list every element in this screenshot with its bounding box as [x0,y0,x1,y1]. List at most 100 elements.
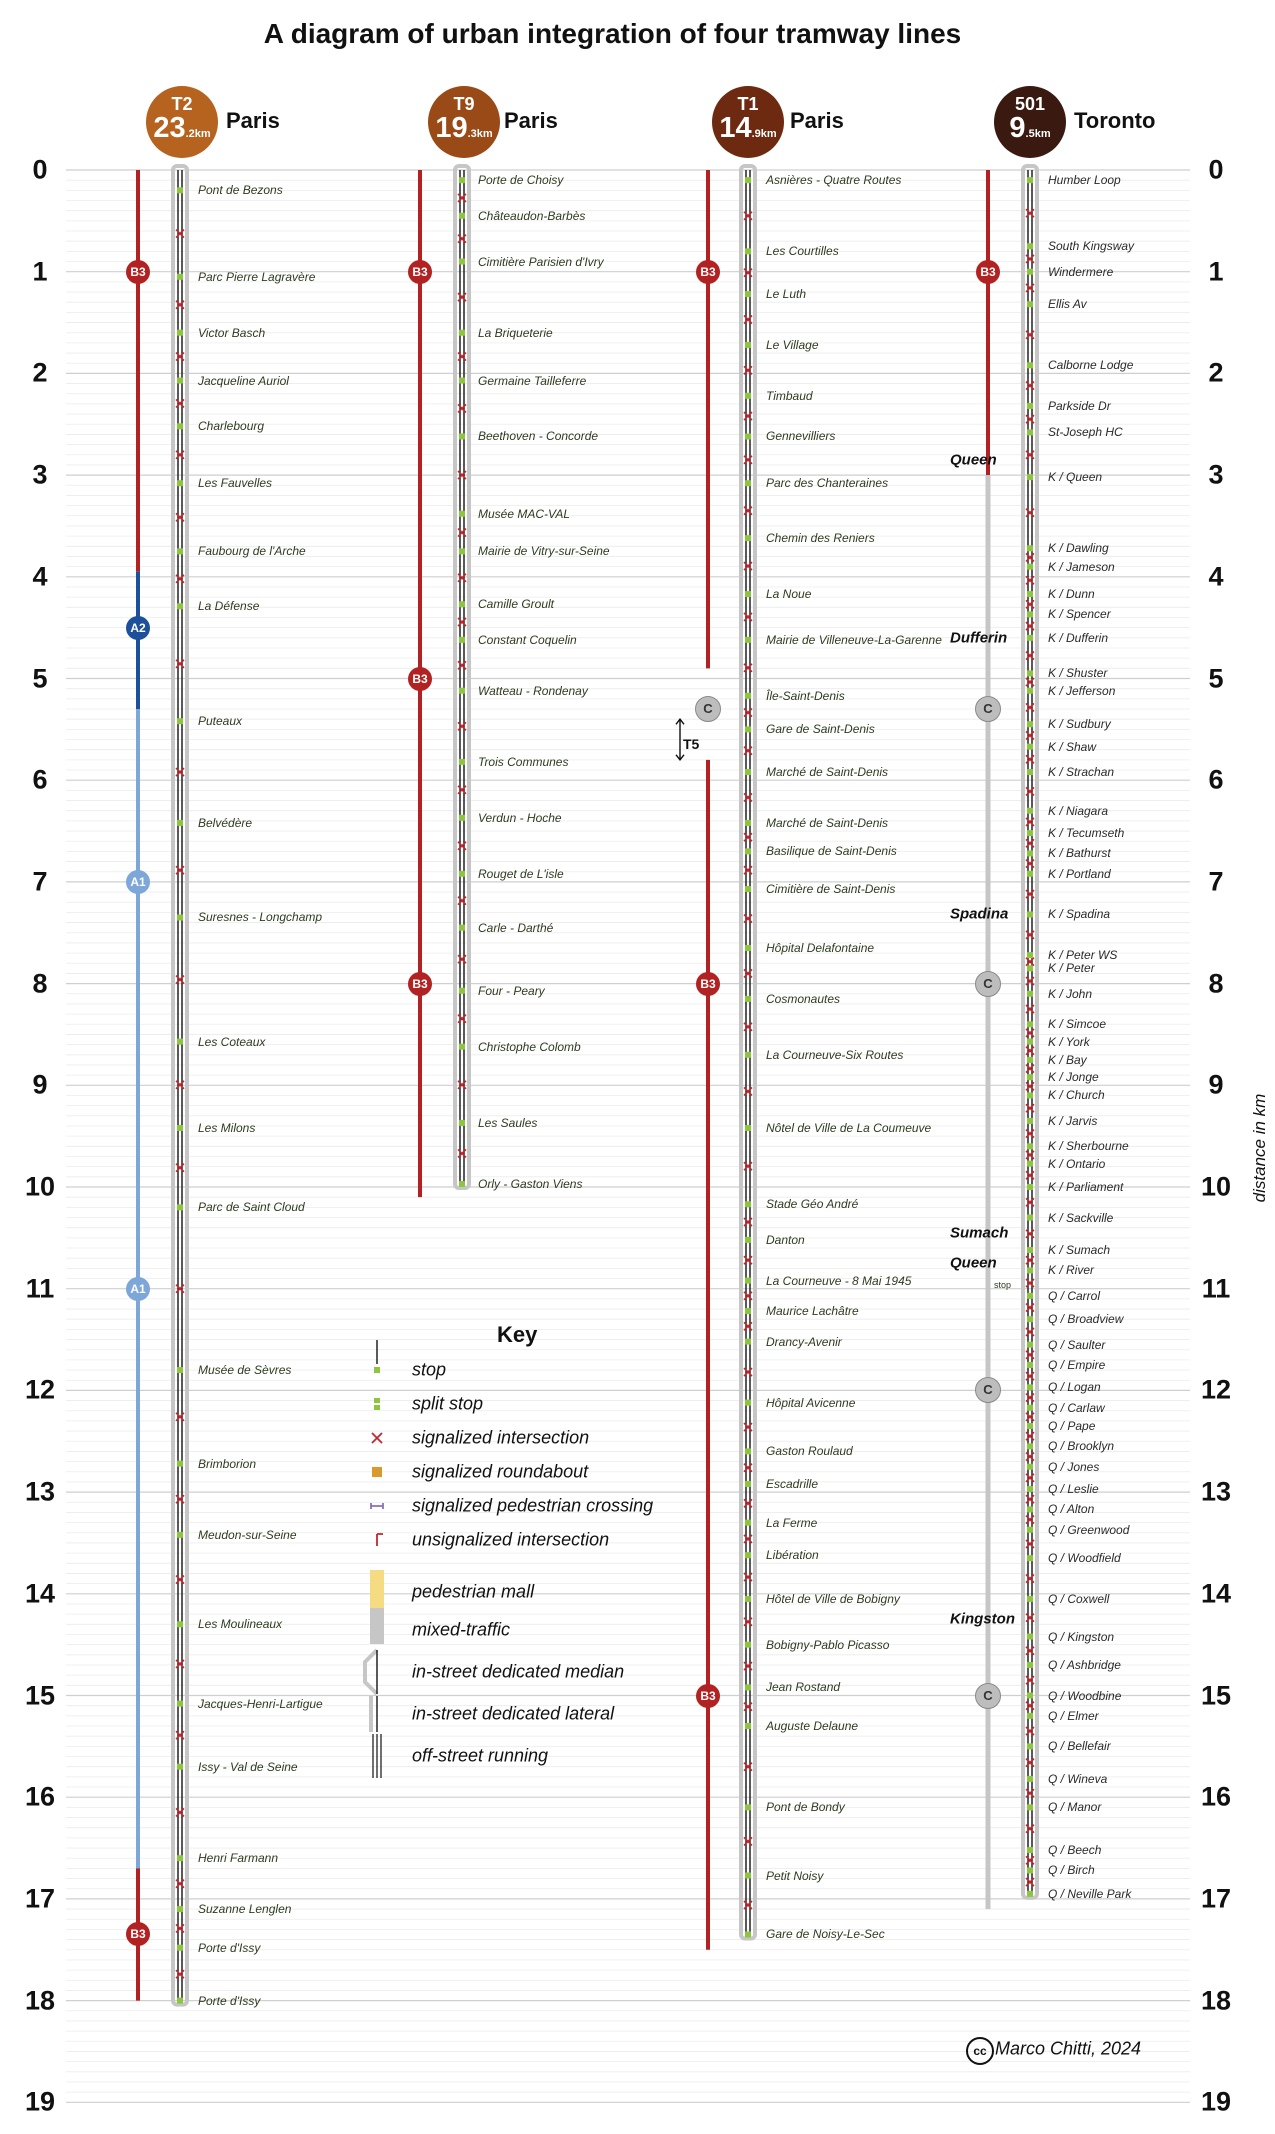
signalized-intersection-mark [175,1879,185,1889]
stop-label: Escadrille [766,1476,819,1491]
stop-label: K / River [1048,1263,1095,1278]
stop-label: South Kingsway [1048,239,1135,254]
signalized-intersection-mark [1025,1855,1035,1865]
track-sleeve [171,164,189,2007]
signalized-intersection-mark [743,1291,753,1301]
stop-mark [745,819,751,826]
y-tick-label-left: 8 [32,968,48,999]
key-pedestrian-mall-mark [370,1570,384,1614]
stop-mark [459,1043,465,1050]
stop-mark [745,1338,751,1345]
signalized-intersection-mark [1025,930,1035,940]
signalized-intersection-mark [743,1534,753,1544]
stop-label: K / Bathurst [1048,846,1111,861]
stop-label: Faubourg de l'Arche [198,544,306,559]
signalized-intersection-mark [1025,730,1035,741]
stop-mark [177,1906,183,1913]
stop-mark [177,1531,183,1538]
stop-label: Q / Logan [1048,1380,1101,1395]
stop-label: La Courneuve-Six Routes [766,1047,904,1062]
key-stop-mark [374,1367,380,1373]
stop-label: La Défense [198,599,260,614]
signalized-intersection-mark [743,1161,753,1171]
y-tick-label-left: 0 [32,154,48,185]
signalized-intersection-mark [1025,1726,1035,1736]
stop-label: Pont de Bondy [766,1800,845,1815]
key-item-label: signalized pedestrian crossing [412,1495,654,1516]
bus-lane-badge: B3 [408,259,432,284]
stop-label: Nôtel de Ville de La Coumeuve [766,1121,932,1135]
y-tick-label-right: 1 [1208,256,1224,287]
stop-label: La Noue [766,587,812,602]
line-number: T1 [737,94,759,114]
signalized-intersection-mark [1025,1539,1035,1549]
stop-label: Q / Ashbridge [1048,1657,1121,1672]
stop-mark [177,548,183,555]
stop-mark [459,510,465,517]
stop-label: K / Ontario [1048,1156,1106,1171]
stop-label: La Ferme [766,1515,818,1530]
signalized-intersection-mark [457,721,467,731]
street-callout: Sumach [950,1224,1009,1242]
key-unsignalized-mark [376,1533,383,1546]
y-tick-label-left: 10 [24,1171,56,1202]
y-tick-label-right: 4 [1208,561,1224,592]
line-number: T9 [453,94,475,114]
stop-mark [1027,1160,1033,1167]
signalized-intersection-mark [175,1923,185,1933]
stop-label: Drancy-Avenir [766,1334,842,1349]
y-tick-label-left: 18 [24,1985,56,2016]
signalized-intersection-mark [1025,1573,1035,1584]
stop-mark [177,1621,183,1628]
stop-label: Les Moulineaux [198,1617,283,1632]
stop-mark [1027,1804,1033,1811]
signalized-intersection-mark [1025,1350,1035,1360]
signalized-intersection-mark [1025,702,1035,713]
c-badge: C [975,1377,1001,1404]
signalized-intersection-mark [175,398,185,408]
stop-label: Q / Bellefair [1048,1739,1111,1754]
signalized-intersection-mark [1025,1004,1035,1014]
signalized-intersection-mark [743,455,753,465]
stop-label: K / Niagara [1048,803,1109,818]
stop-mark [745,1519,751,1526]
stop-mark [459,814,465,821]
signalized-intersection-mark [457,573,467,583]
street-callout: Queen [950,451,997,469]
stop-label: Pont de Bezons [198,183,283,198]
signalized-intersection-mark [743,1498,753,1508]
signalized-intersection-mark [1025,838,1035,848]
stop-mark [177,423,183,430]
signalized-intersection-mark [743,268,753,278]
signalized-intersection-mark [743,1422,753,1432]
stop-label: Gennevilliers [766,429,836,444]
stop-mark [745,1552,751,1559]
key-item-label: stop [412,1359,447,1380]
stop-mark [1027,1506,1033,1513]
stop-label: Chemin des Reniers [766,531,875,546]
key-item-label: pedestrian mall [412,1581,535,1602]
stop-mark [1027,1890,1033,1897]
stop-label: Châteaudon-Barbès [478,208,586,223]
stop-label: Humber Loop [1048,173,1121,188]
signalized-intersection-mark [457,1014,467,1024]
stop-label: Les Fauvelles [198,476,273,491]
stop-label: K / Peter WS [1048,948,1118,963]
stop-label: Meudon-sur-Seine [198,1527,297,1542]
stop-mark [745,886,751,893]
stop-label: Rouget de L'isle [478,866,564,881]
stop-label: K / Sudbury [1048,717,1111,732]
stop-label: Timbaud [766,388,813,403]
signalized-intersection-mark [457,660,467,670]
stop-label: Henri Farmann [198,1851,279,1866]
stop-mark [177,1700,183,1707]
signalized-intersection-mark [743,832,753,842]
stop-mark [745,177,751,184]
y-tick-label-left: 2 [32,357,48,388]
signalized-intersection-mark [1025,1327,1035,1337]
key-roundabout-mark [372,1467,382,1477]
stop-mark [1027,634,1033,641]
signalized-intersection-mark [175,450,185,460]
stop-mark [1027,1384,1033,1391]
